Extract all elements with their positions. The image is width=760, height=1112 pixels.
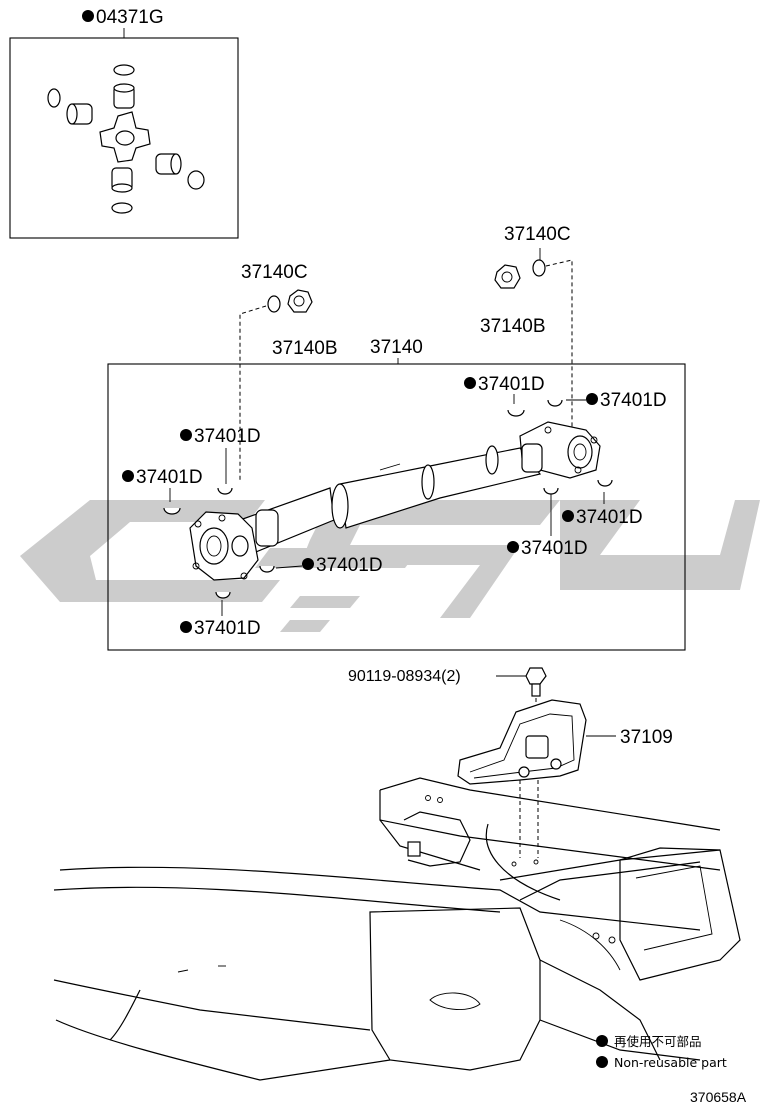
shaft-assembly-group: 37140 xyxy=(107,337,686,651)
legend-jp-text: 再使用不可部品 xyxy=(614,1034,702,1049)
clip-rt-upper[interactable] xyxy=(507,409,525,417)
washer-right[interactable] xyxy=(532,259,546,277)
bearing-cup-right[interactable] xyxy=(155,153,182,175)
shaft-assembly-label[interactable]: 37140 xyxy=(370,337,423,358)
shaft-assembly-frame xyxy=(107,363,686,651)
bearing-cup-left[interactable] xyxy=(66,103,93,125)
clip-lf-bottom[interactable] xyxy=(215,591,231,599)
clip-rt-bottom-label[interactable]: 37401D xyxy=(521,538,588,559)
clip-rt-side[interactable] xyxy=(547,399,563,407)
nut-left-label[interactable]: 37140B xyxy=(272,338,338,359)
legend-dot-jp xyxy=(596,1035,608,1047)
legend-dot-en xyxy=(596,1056,608,1068)
snap-ring-bottom[interactable] xyxy=(111,202,133,214)
rear-flange-yoke[interactable] xyxy=(519,421,601,479)
clip-lf-upper[interactable] xyxy=(217,487,233,495)
clip-lf-mid[interactable] xyxy=(259,565,275,573)
right-nut-washer-group: 37140C 37140B xyxy=(480,224,573,430)
universal-joint-spider[interactable] xyxy=(99,111,151,163)
bracket-37109[interactable] xyxy=(457,699,587,785)
front-flange-yoke[interactable] xyxy=(189,509,279,581)
clip-rt-bottom[interactable] xyxy=(543,487,559,495)
left-nut-washer-group: 37140C 37140B xyxy=(239,262,338,480)
nut-right[interactable] xyxy=(494,264,521,289)
clip-rt-upper-label[interactable]: 37401D xyxy=(478,374,545,395)
vehicle-frame xyxy=(53,777,741,1081)
bracket-group: 90119-08934(2) 37109 xyxy=(348,667,673,858)
kit-callout-label[interactable]: 04371G xyxy=(96,7,164,28)
bearing-cup-top[interactable] xyxy=(113,83,135,109)
washer-left-label[interactable]: 37140C xyxy=(241,262,308,283)
watermark-logo xyxy=(20,500,760,632)
washer-right-label[interactable]: 37140C xyxy=(504,224,571,245)
non-reusable-dot xyxy=(82,10,94,22)
nut-right-label[interactable]: 37140B xyxy=(480,316,546,337)
clip-lf-side[interactable] xyxy=(163,507,181,515)
bearing-cup-bottom[interactable] xyxy=(111,167,133,193)
legend-en-text: Non-reusable part xyxy=(614,1055,727,1070)
clip-lf-bottom-label[interactable]: 37401D xyxy=(194,618,261,639)
clip-lf-mid-label[interactable]: 37401D xyxy=(316,555,383,576)
figure-code: 370658A xyxy=(690,1089,747,1105)
bracket-label[interactable]: 37109 xyxy=(620,727,673,748)
clip-lf-upper-label[interactable]: 37401D xyxy=(194,426,261,447)
clip-rt-lower[interactable] xyxy=(597,479,613,487)
clip-lf-side-label[interactable]: 37401D xyxy=(136,467,203,488)
bolt-label[interactable]: 90119-08934(2) xyxy=(348,668,461,685)
washer-left[interactable] xyxy=(267,295,281,313)
clip-rt-side-label[interactable]: 37401D xyxy=(600,390,667,411)
snap-ring-left[interactable] xyxy=(47,88,61,108)
kit-04371G-group: 04371G xyxy=(9,7,239,239)
clip-rt-lower-label[interactable]: 37401D xyxy=(576,507,643,528)
snap-ring-right[interactable] xyxy=(187,170,205,190)
legend: 再使用不可部品 Non-reusable part xyxy=(596,1034,727,1070)
bolt[interactable] xyxy=(525,667,547,697)
nut-left[interactable] xyxy=(287,289,313,313)
snap-ring-top[interactable] xyxy=(113,64,135,76)
